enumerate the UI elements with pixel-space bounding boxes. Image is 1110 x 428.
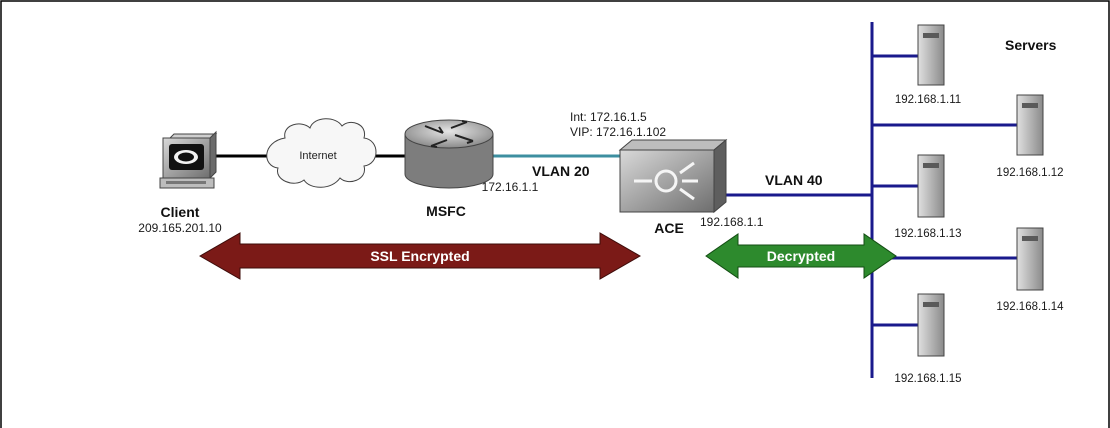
- server-ip-5: 192.168.1.15: [894, 373, 961, 385]
- msfc-label: MSFC: [426, 203, 466, 219]
- servers-heading: Servers: [1005, 37, 1057, 53]
- server-ip-1: 192.168.1.11: [895, 94, 961, 106]
- computer-icon: [159, 130, 218, 189]
- router-icon: [404, 119, 494, 189]
- cloud-icon: [266, 118, 377, 188]
- client-ip: 209.165.201.10: [138, 221, 222, 235]
- vlan20-label: VLAN 20: [532, 163, 590, 179]
- server-icon: [917, 24, 945, 86]
- server-icon: [917, 293, 945, 357]
- client-label: Client: [161, 204, 200, 220]
- decrypted-arrow: Decrypted: [705, 233, 897, 279]
- ssl-encrypted-label: SSL Encrypted: [370, 248, 469, 264]
- server-icon: [917, 154, 945, 218]
- ssl-encrypted-arrow: SSL Encrypted: [198, 232, 642, 280]
- server-ip-2: 192.168.1.12: [996, 167, 1063, 179]
- msfc-ip: 172.16.1.1: [482, 180, 539, 194]
- ace-vip-label: VIP: 172.16.1.102: [570, 125, 666, 139]
- server-ip-4: 192.168.1.14: [996, 301, 1064, 313]
- server-icon: [1016, 94, 1044, 156]
- decrypted-label: Decrypted: [767, 248, 835, 264]
- ace-ip: 192.168.1.1: [700, 215, 764, 229]
- vlan40-label: VLAN 40: [765, 172, 823, 188]
- ace-int-label: Int: 172.16.1.5: [570, 110, 647, 124]
- server-ip-3: 192.168.1.13: [894, 228, 961, 240]
- internet-label: Internet: [299, 150, 336, 162]
- ace-label: ACE: [654, 220, 684, 236]
- server-icon: [1016, 227, 1044, 291]
- ace-module-icon: [618, 138, 728, 214]
